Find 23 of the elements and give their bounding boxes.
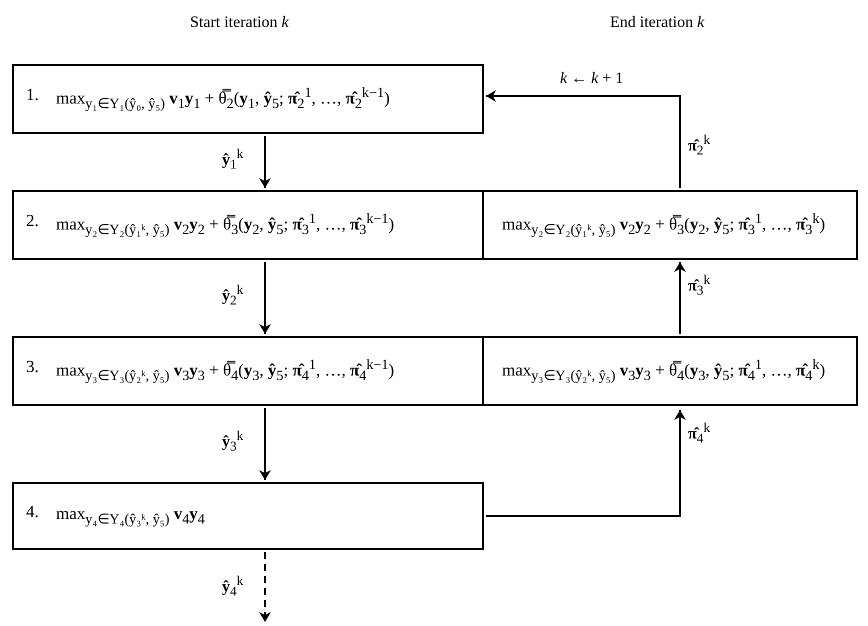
formula: max$_{y₄∈Y₄(ŷ₃ᵏ, ŷ₅)}$ v$_{4}$y$_{4}$ <box>56 504 205 528</box>
arrow <box>674 262 686 334</box>
process-box <box>12 482 484 550</box>
process-box <box>12 190 484 260</box>
formula: max$_{y₃∈Y₃(ŷ₂ᵏ, ŷ₅)}$ v$_{3}$y$_{3}$ + θ̿$_{4}$(y$_{3}$, ŷ$_{5}$; π̂$_{4}$$^{1}$, …, π̂$_{4}$$^{k−1}$) <box>56 356 394 386</box>
arrow <box>486 410 686 517</box>
arrow <box>259 408 271 480</box>
arrow <box>259 136 271 188</box>
process-box <box>12 64 484 134</box>
step-number: 1. <box>26 85 39 105</box>
formula: max$_{y₁∈Y₁(ŷ₀, ŷ₅)}$ v$_{1}$y$_{1}$ + θ̿$_{2}$(y$_{1}$, ŷ$_{5}$; π̂$_{2}$$^{1}$, …, π̂$_{2}$$^{k−1}$) <box>56 84 390 114</box>
dashed-arrow <box>259 552 271 622</box>
process-box <box>482 336 858 406</box>
formula: max$_{y₃∈Y₃(ŷ₂ᵏ, ŷ₅)}$ v$_{3}$y$_{3}$ + θ̿$_{4}$(y$_{3}$, ŷ$_{5}$; π̂$_{4}$$^{1}$, …, π̂$_{4}$$^{k}$) <box>502 356 826 386</box>
step-number: 2. <box>26 211 39 231</box>
process-box <box>12 336 484 406</box>
formula: max$_{y₂∈Y₂(ŷ₁ᵏ, ŷ₅)}$ v$_{2}$y$_{2}$ + θ̿$_{3}$(y$_{2}$, ŷ$_{5}$; π̂$_{3}$$^{1}$, …, π̂$_{3}$$^{k}$) <box>502 210 826 240</box>
process-box <box>482 190 858 260</box>
step-number: 3. <box>26 357 39 377</box>
arrow <box>259 262 271 334</box>
step-number: 4. <box>26 502 39 522</box>
arrow <box>486 90 681 188</box>
formula: max$_{y₂∈Y₂(ŷ₁ᵏ, ŷ₅)}$ v$_{2}$y$_{2}$ + θ̿$_{3}$(y$_{2}$, ŷ$_{5}$; π̂$_{3}$$^{1}$, …, π̂$_{3}$$^{k−1}$) <box>56 210 394 240</box>
